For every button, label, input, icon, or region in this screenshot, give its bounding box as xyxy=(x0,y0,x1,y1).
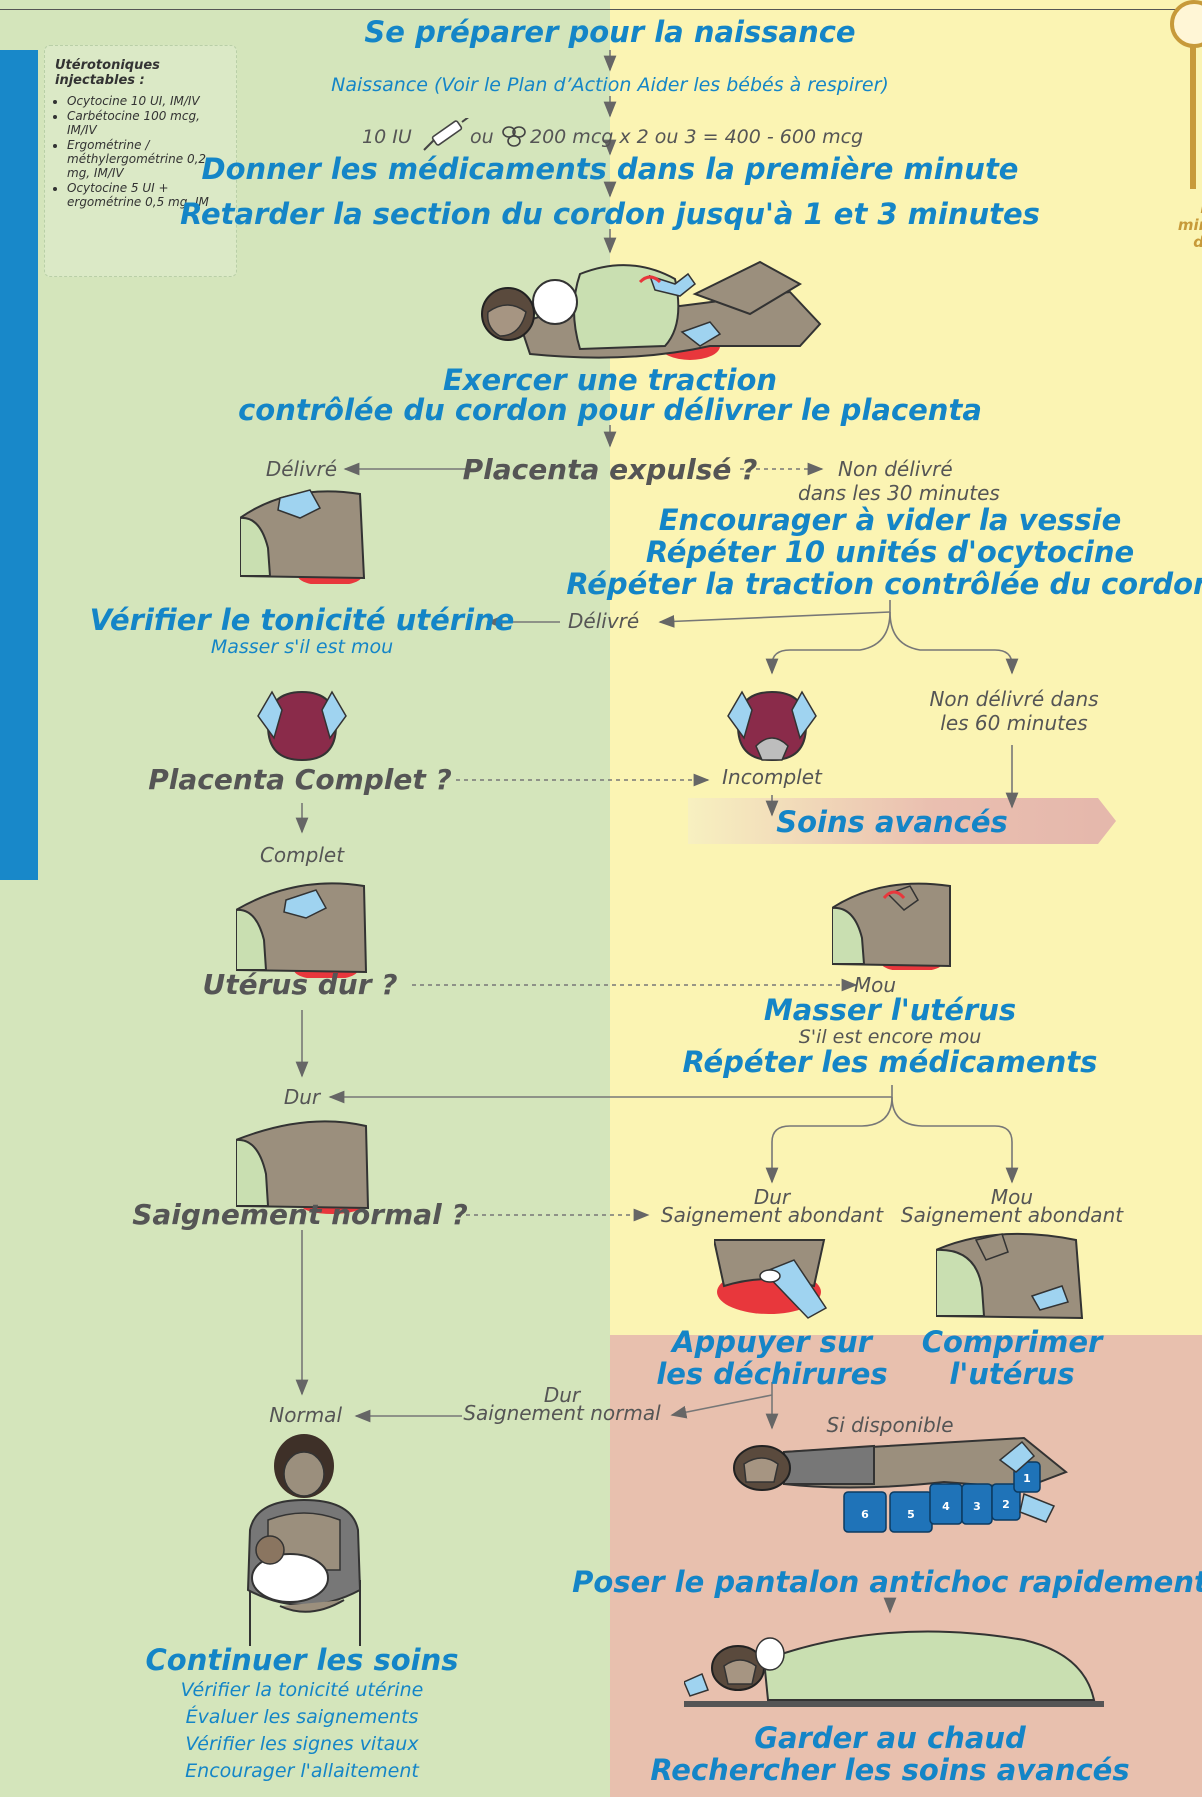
nasg-segment-2 xyxy=(991,1483,1021,1521)
action-repeat-oxytocin: Répéter 10 unités d'ocytocine xyxy=(645,535,1135,569)
step-cord-traction-line1: Exercer une traction xyxy=(442,363,778,397)
continue-care-item: Encourager l'allaitement xyxy=(185,1760,419,1782)
bleeding-check-illustration xyxy=(236,1120,370,1214)
side-tab xyxy=(0,50,38,880)
clock-icon xyxy=(1170,0,1202,48)
action-massage-uterus: Masser l'utérus xyxy=(763,993,1017,1027)
step-delay-cord: Retarder la section du cordon jusqu'à 1 … xyxy=(180,197,1040,231)
action-compress-uterus-2: l'utérus xyxy=(949,1357,1075,1391)
step-birth: Naissance (Voir le Plan d’Action Aider l… xyxy=(331,74,889,96)
nasg-number-2: 2 xyxy=(1002,1498,1010,1511)
action-repeat-medication: Répéter les médicaments xyxy=(682,1045,1098,1079)
action-keep-warm: Garder au chaud xyxy=(754,1721,1026,1755)
uterotonics-title: Utérotoniques injectables : xyxy=(55,58,160,88)
firm-normal-label: Dur xyxy=(543,1383,581,1407)
action-press-tears-1: Appuyer sur xyxy=(672,1325,872,1359)
uterus-check-illustration xyxy=(240,489,366,584)
dose-or: ou xyxy=(470,126,494,148)
question-uterus-firm: Utérus dur ? xyxy=(202,968,398,1001)
nasg-number-5: 5 xyxy=(907,1508,915,1521)
placenta-complete-illustration xyxy=(257,690,347,762)
nasg-number-6: 6 xyxy=(861,1508,869,1521)
question-normal-bleeding: Saignement normal ? xyxy=(132,1198,468,1231)
action-repeat-traction: Répéter la traction contrôlée du cordon xyxy=(566,567,1202,601)
advanced-care-arrow-tip xyxy=(1098,798,1116,844)
firm-normal-bleeding: Saignement normal xyxy=(463,1401,661,1425)
answer-not-delivered-60-b: les 60 minutes xyxy=(940,711,1088,735)
syringe-icon xyxy=(423,118,469,151)
answer-delivered: Délivré xyxy=(265,457,337,481)
uterus-compression-illustration xyxy=(936,1232,1084,1320)
answer-complete: Complet xyxy=(259,843,345,867)
action-empty-bladder: Encourager à vider la vessie xyxy=(658,503,1122,537)
step-prepare-birth: Se préparer pour la naissance xyxy=(364,15,856,49)
answer-delivered-back: Délivré xyxy=(568,609,640,633)
top-rule xyxy=(0,0,1202,10)
nasg-number-1: 1 xyxy=(1023,1472,1031,1485)
step-give-medication: Donner les médicaments dans la première … xyxy=(201,152,1019,186)
if-available-label: Si disponible xyxy=(826,1413,954,1437)
list-item: Ergométrine / méthylergométrine 0,2 mg, … xyxy=(67,138,226,180)
tear-pressure-illustration xyxy=(714,1239,828,1319)
dose-oxytocin: 10 IU xyxy=(362,126,412,148)
answer-normal: Normal xyxy=(269,1403,342,1427)
timer-stem xyxy=(1190,44,1196,189)
list-item: Ocytocine 10 UI, IM/IV xyxy=(67,94,226,108)
branch-soft-heavy-bleeding: Saignement abondant xyxy=(900,1203,1124,1227)
keep-warm-illustration xyxy=(684,1630,1104,1707)
dose-misoprostol: 200 mcg x 2 ou 3 = 400 - 600 mcg xyxy=(530,126,864,148)
branch-firm-label: Dur xyxy=(753,1185,791,1209)
pill-icon xyxy=(502,126,526,147)
question-placenta-complete: Placenta Complet ? xyxy=(148,763,452,796)
action-seek-advanced-care: Rechercher les soins avancés xyxy=(650,1753,1130,1787)
step-check-tone-sub: Masser s'il est mou xyxy=(210,636,394,658)
continue-care-title: Continuer les soins xyxy=(145,1643,459,1677)
action-apply-nasg: Poser le pantalon antichoc rapidement xyxy=(572,1565,1202,1599)
uterus-massage-illustration xyxy=(832,882,951,970)
nasg-segment-6 xyxy=(843,1491,887,1533)
uterus-palpation-illustration xyxy=(236,882,368,978)
list-item: Ocytocine 5 UI + ergométrine 0,5 mg, IM xyxy=(67,181,226,209)
answer-not-delivered-60: Non délivré dans xyxy=(929,687,1099,711)
answer-soft: Mou xyxy=(853,973,897,997)
answer-incomplete: Incomplet xyxy=(722,765,822,789)
step-check-tone: Vérifier le tonicité utérine xyxy=(89,603,515,637)
advanced-care-panel xyxy=(610,1335,1202,1797)
action-press-tears-2: les déchirures xyxy=(656,1357,888,1391)
step-cord-traction-line2: contrôlée du cordon pour délivrer le pla… xyxy=(238,393,982,427)
continue-care-item: Évaluer les saignements xyxy=(185,1706,419,1728)
nasg-number-4: 4 xyxy=(942,1500,950,1513)
nasg-number-3: 3 xyxy=(973,1500,981,1513)
list-item: Carbétocine 100 mcg, IM/IV xyxy=(67,109,226,137)
continue-care-item: Vérifier la tonicité utérine xyxy=(180,1679,424,1701)
cord-traction-illustration xyxy=(481,260,822,360)
breastfeeding-illustration xyxy=(246,1434,362,1646)
action-compress-uterus-1: Comprimer xyxy=(921,1325,1103,1359)
uterotonics-box: Utérotoniques injectables : Ocytocine 10… xyxy=(44,45,237,277)
answer-not-delivered-30: Non délivré xyxy=(838,457,953,481)
anti-shock-garment-illustration: 6 5 4 3 2 1 xyxy=(733,1436,1068,1533)
uterotonics-list: Ocytocine 10 UI, IM/IV Carbétocine 100 m… xyxy=(55,94,226,209)
advanced-care-label: Soins avancés xyxy=(776,805,1008,839)
placenta-incomplete-illustration xyxy=(727,690,817,762)
answer-not-delivered-30-b: dans les 30 minutes xyxy=(798,481,1000,505)
timer-label: Laminud’o xyxy=(1177,200,1202,251)
continue-care-item: Vérifier les signes vitaux xyxy=(185,1733,419,1755)
answer-firm: Dur xyxy=(283,1085,321,1109)
advanced-care-bar xyxy=(688,798,1098,844)
action-massage-sub: S'il est encore mou xyxy=(798,1026,982,1048)
branch-soft-label: Mou xyxy=(990,1185,1034,1209)
question-placenta-expelled: Placenta expulsé ? xyxy=(462,453,758,486)
branch-firm-heavy-bleeding: Saignement abondant xyxy=(660,1203,884,1227)
